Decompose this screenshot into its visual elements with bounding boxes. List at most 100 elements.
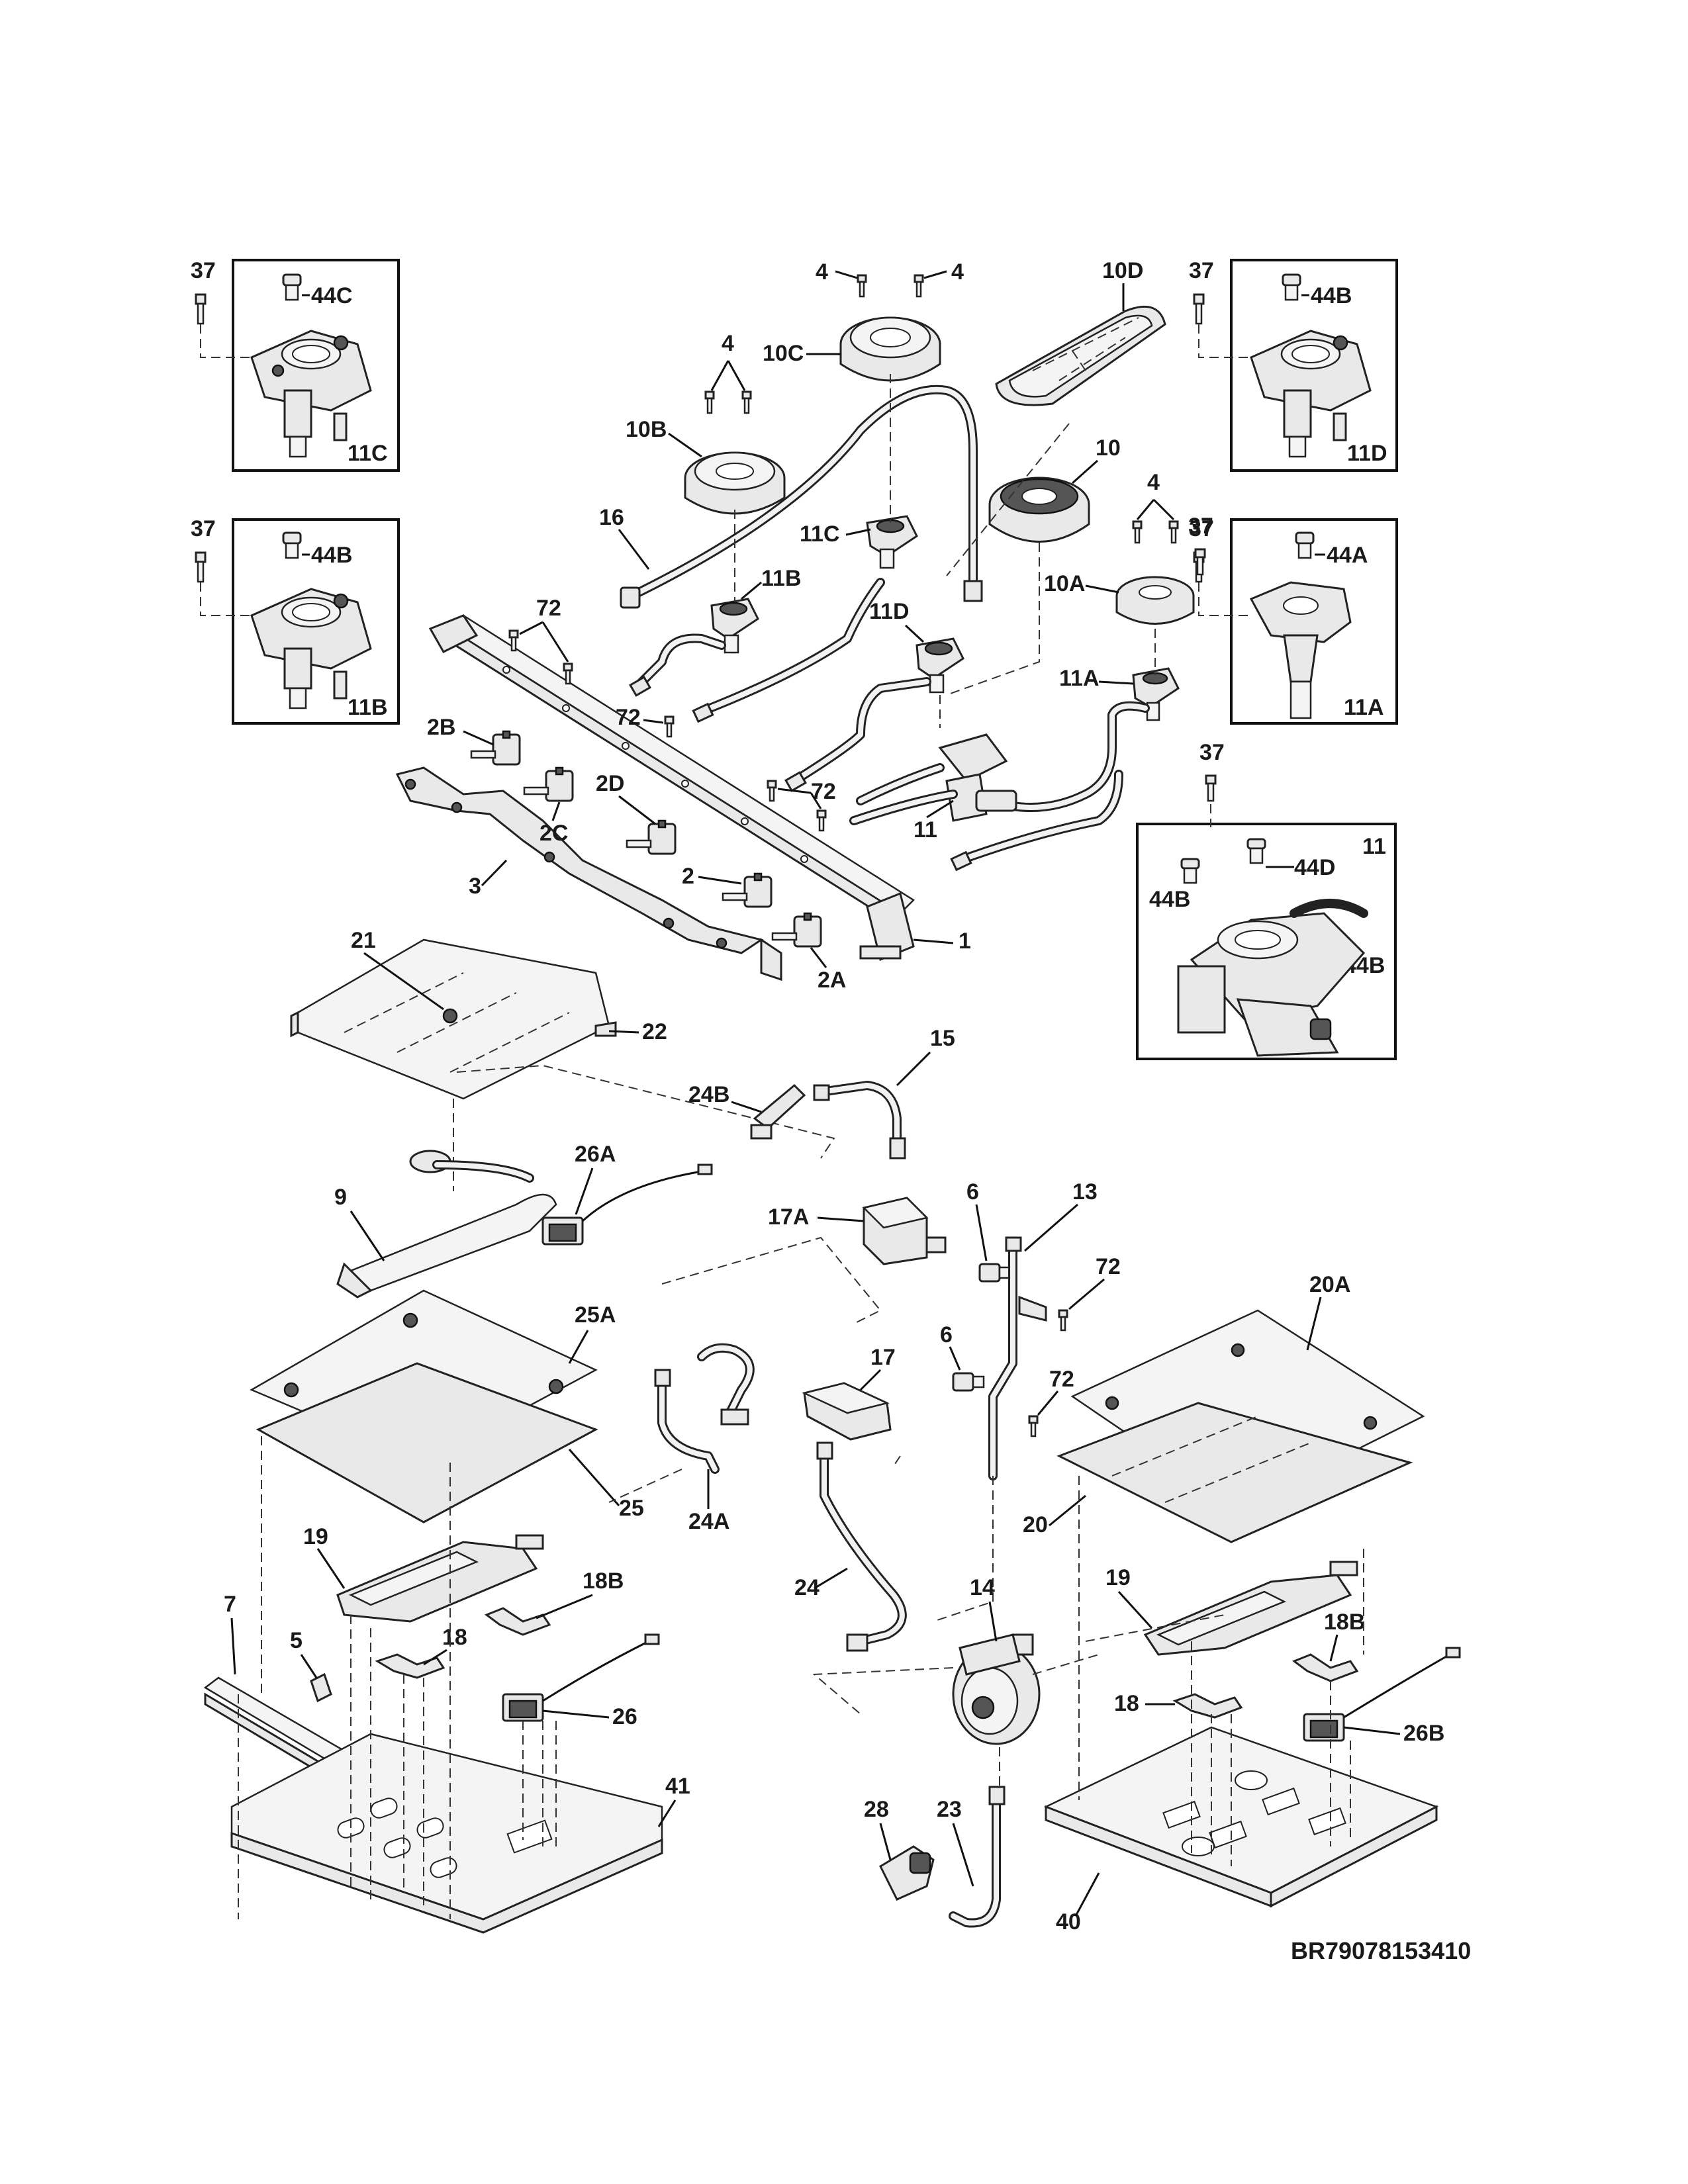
screw-icon	[195, 551, 207, 583]
label-20a: 20A	[1309, 1272, 1350, 1297]
inset-11a: 37 44A 11A	[1189, 516, 1398, 725]
label-6-a: 6	[966, 1179, 979, 1205]
burner-base-icon	[1249, 581, 1352, 719]
burner-head-10b	[684, 451, 786, 515]
label-1: 1	[959, 929, 971, 954]
label-11: 11	[914, 817, 937, 842]
diagram-code: BR79078153410	[1291, 1937, 1471, 1964]
burner-base-icon	[1250, 330, 1372, 458]
broil-burner-19-right	[1143, 1561, 1358, 1656]
label-3: 3	[469, 874, 481, 899]
label-10c: 10C	[763, 341, 804, 366]
burner-head-10a	[1115, 576, 1195, 625]
label-72-a: 72	[536, 596, 561, 621]
label-26b: 26B	[1403, 1721, 1444, 1746]
label-15: 15	[930, 1026, 955, 1051]
screw-icon	[704, 390, 752, 414]
label-4-d: 4	[1147, 470, 1160, 495]
heat-shield-22	[290, 938, 617, 1100]
inset-11d-screw-label: 37	[1189, 258, 1214, 283]
burner-base-icon	[250, 330, 372, 458]
label-7: 7	[224, 1592, 236, 1617]
gas-valve-2c	[523, 766, 574, 802]
label-26a: 26A	[575, 1142, 616, 1167]
label-18b-1: 18B	[583, 1569, 624, 1594]
burner-head-10	[988, 477, 1090, 543]
label-9: 9	[334, 1185, 347, 1210]
label-11b: 11B	[761, 566, 802, 591]
inset-11d-cap-label: 44B	[1311, 283, 1352, 308]
burner-orifice-11b	[710, 598, 759, 654]
broiler-plate-20	[1056, 1402, 1413, 1543]
screw-icon	[1193, 293, 1205, 325]
orifice-fitting-24b	[750, 1083, 806, 1140]
label-4-c: 4	[722, 331, 734, 356]
label-25a: 25A	[575, 1302, 616, 1328]
fitting-28	[879, 1845, 935, 1901]
inset-11b: 37 44B 11B	[191, 516, 400, 725]
label-24a: 24A	[688, 1509, 729, 1534]
label-28: 28	[864, 1797, 889, 1822]
gas-tube-24a	[654, 1343, 755, 1474]
label-26: 26	[612, 1704, 637, 1729]
gas-valve-2b	[470, 730, 521, 766]
label-20: 20	[1023, 1512, 1048, 1537]
label-13: 13	[1072, 1179, 1098, 1205]
burner-head-10d	[995, 305, 1166, 406]
label-37-f: 37	[1199, 740, 1225, 765]
label-22: 22	[642, 1019, 667, 1044]
label-72-b: 72	[616, 705, 641, 730]
label-41: 41	[665, 1774, 690, 1799]
label-11a: 11A	[1059, 666, 1100, 691]
screw-icon	[1028, 1415, 1039, 1437]
gas-safety-valve-17a	[862, 1197, 947, 1265]
label-24b: 24B	[688, 1082, 729, 1107]
inset-11: 11 44D 44B 44B	[1136, 823, 1397, 1060]
label-4-b: 4	[951, 259, 964, 285]
igniter-26	[502, 1633, 660, 1722]
pressure-regulator-14	[952, 1633, 1041, 1745]
burner-cap-icon	[1282, 273, 1301, 301]
inset-11c: 37 44C 11C	[191, 258, 400, 472]
screw-icon	[508, 629, 827, 832]
burner-orifice-11a	[1132, 667, 1180, 721]
inset-11d-title: 11D	[1347, 441, 1387, 466]
bracket-18-right	[1172, 1693, 1243, 1719]
inset-11b-cap-label: 44B	[311, 543, 352, 568]
broiler-bottom-40	[1043, 1726, 1439, 1908]
burner-cap-icon	[1295, 531, 1315, 559]
inset-11a-cap-label: 44A	[1327, 543, 1368, 568]
dual-burner-valve-11	[849, 733, 1017, 825]
inset-11d: 37 44B 11D	[1189, 258, 1398, 472]
burner-cap-icon	[282, 531, 302, 559]
label-2c: 2C	[539, 821, 568, 846]
label-10b: 10B	[626, 417, 667, 442]
label-10a: 10A	[1044, 571, 1085, 596]
gas-tube-16	[620, 385, 983, 609]
screw-icon	[1205, 774, 1217, 802]
label-11c: 11C	[800, 522, 840, 547]
igniter-17	[802, 1382, 892, 1441]
gas-valve-2d	[626, 819, 677, 855]
label-2d: 2D	[596, 771, 624, 796]
manifold-bar	[428, 614, 915, 962]
bake-burner-9	[336, 1150, 557, 1298]
gas-elbow-23	[949, 1786, 1006, 1928]
label-72-e: 72	[1049, 1367, 1074, 1392]
label-10d: 10D	[1102, 258, 1143, 283]
inset-11c-screw-label: 37	[191, 258, 216, 283]
inset-11c-title: 11C	[348, 441, 388, 466]
inset-11-cap1-label: 44B	[1149, 887, 1190, 912]
inset-11a-screw-label: 37	[1189, 516, 1214, 541]
label-19-a: 19	[303, 1524, 328, 1549]
label-21: 21	[351, 928, 376, 953]
label-2a: 2A	[818, 968, 846, 993]
bracket-18b-right	[1291, 1653, 1359, 1682]
gas-tubes	[629, 578, 1150, 872]
inset-11-title: 11	[1362, 834, 1386, 859]
label-14: 14	[970, 1575, 995, 1600]
label-37-e: 37	[1188, 514, 1213, 539]
label-25: 25	[619, 1496, 644, 1521]
fitting-6b	[952, 1372, 985, 1392]
igniter-26a	[541, 1163, 713, 1246]
